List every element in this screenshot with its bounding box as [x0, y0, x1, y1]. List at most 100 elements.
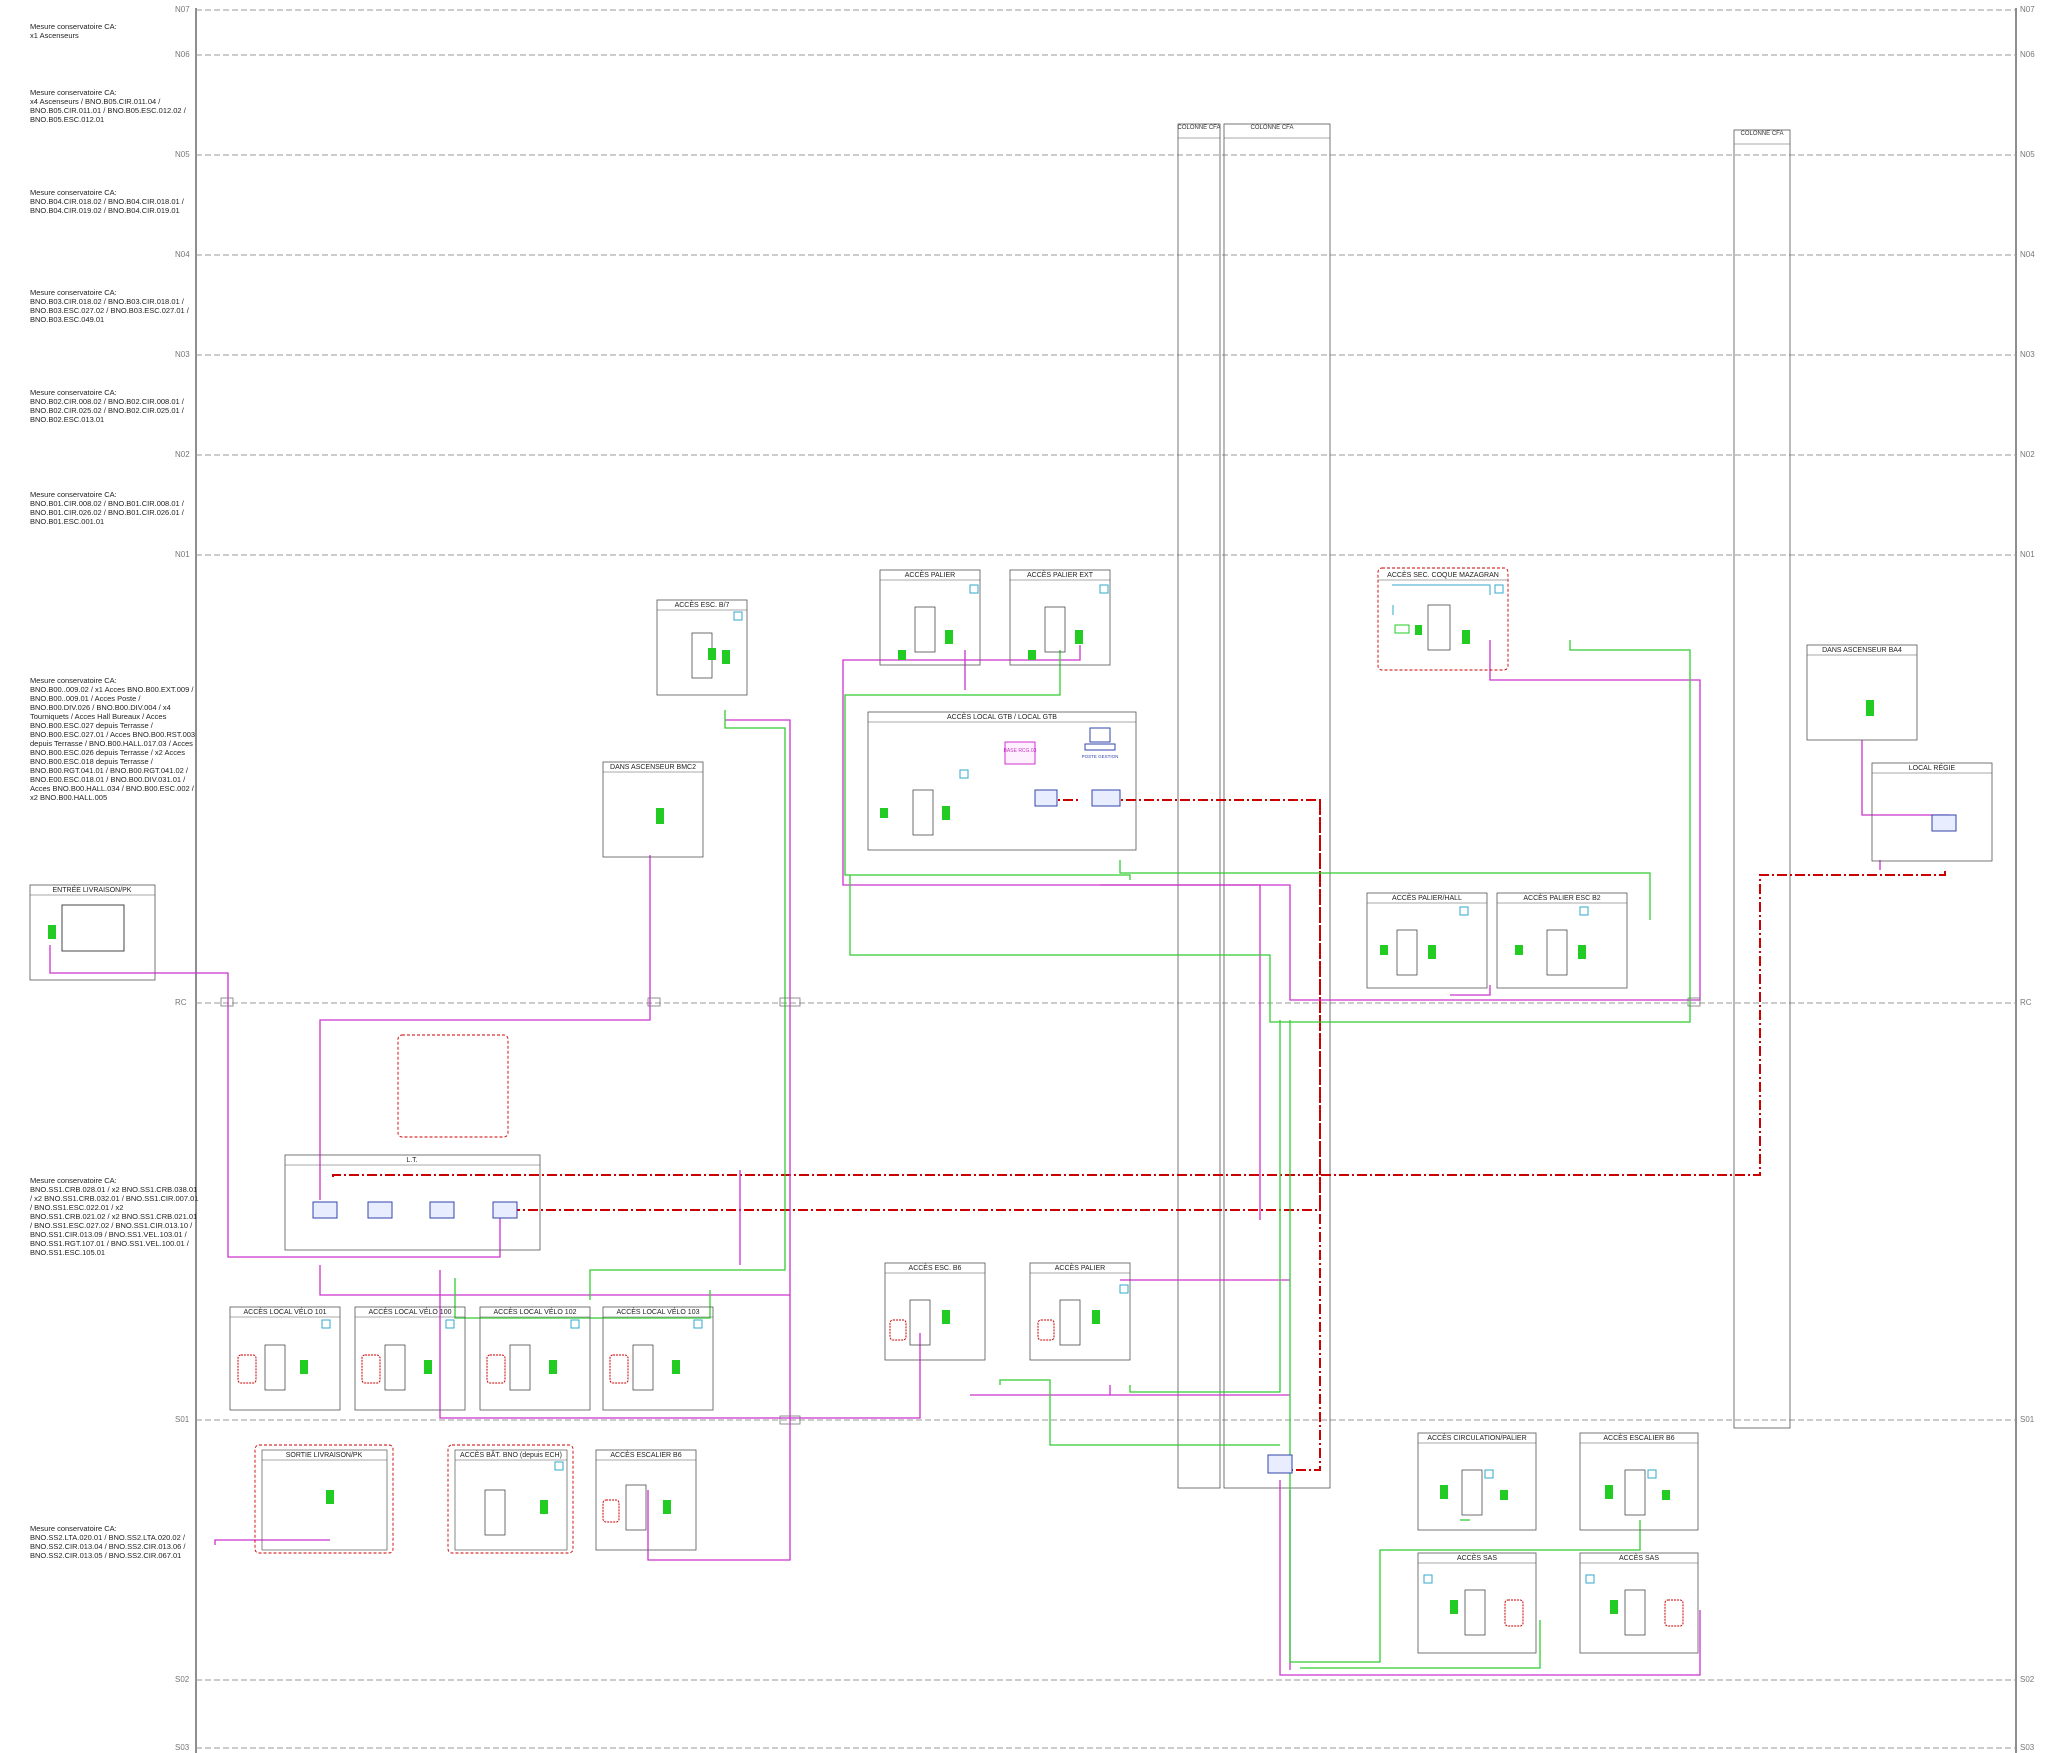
svg-text:S02: S02 [2020, 1675, 2035, 1684]
riser-column: COLONNE CFA [1177, 123, 1221, 1489]
bus-line-gtb [510, 799, 1321, 1211]
reader-icon [424, 1360, 432, 1374]
reader-icon [300, 1360, 308, 1374]
contact-icon [693, 1319, 703, 1329]
svg-text:N03: N03 [175, 350, 190, 359]
reader-icon [1428, 945, 1436, 959]
door-icon [1396, 929, 1418, 976]
svg-text:N02: N02 [175, 450, 190, 459]
svg-text:ACCÈS PALIER EXT: ACCÈS PALIER EXT [1027, 570, 1094, 579]
door-icon [1624, 1589, 1646, 1636]
reader-icon [1515, 945, 1523, 955]
room-box: ACCÈS BÂT. BNO (depuis ECH) [447, 1444, 574, 1554]
controller-icon [429, 1201, 455, 1219]
svg-text:ENTRÉE LIVRAISON/PK: ENTRÉE LIVRAISON/PK [53, 885, 132, 894]
room-box: ACCÈS SAS [1417, 1552, 1537, 1654]
room-box: ACCÈS ESC. B6 [884, 1262, 986, 1361]
contact-icon [1119, 1284, 1129, 1294]
door-icon [384, 1344, 406, 1391]
controller-icon [1034, 789, 1058, 807]
riser-column: COLONNE CFA [1733, 129, 1791, 1429]
contact-icon [1459, 906, 1469, 916]
room-box: ACCÈS ESCALIER B6 [1579, 1432, 1699, 1531]
svg-text:LOCAL RÉGIE: LOCAL RÉGIE [1909, 763, 1956, 772]
reader-icon [672, 1360, 680, 1374]
contact-icon [1099, 584, 1109, 594]
reader-icon [1662, 1490, 1670, 1500]
controller-icon [367, 1201, 393, 1219]
reader-icon [1440, 1485, 1448, 1499]
svg-text:S02: S02 [175, 1675, 190, 1684]
reader-icon [549, 1360, 557, 1374]
reader-icon [1866, 700, 1874, 716]
room-box: ACCÈS PALIER [1029, 1262, 1131, 1361]
room-box: ACCÈS LOCAL GTB / LOCAL GTB BASE RCG.03 … [867, 711, 1137, 851]
room-box: ACCÈS PALIER ESC B2 [1496, 892, 1628, 989]
svg-text:N01: N01 [2020, 550, 2035, 559]
contact-icon [321, 1319, 331, 1329]
level-note: Mesure conservatoire CA:BNO.B02.CIR.008.… [30, 388, 184, 424]
room-box: DANS ASCENSEUR BA4 [1806, 644, 1918, 741]
contact-icon [1494, 584, 1504, 594]
room-box: ACCÈS PALIER [879, 569, 981, 666]
level-line: S02 S02 [175, 1675, 2035, 1684]
room-box: ACCÈS SEC. COQUE MAZAGRAN [1377, 567, 1509, 671]
door-icon [1464, 1589, 1486, 1636]
svg-text:ACCÈS SAS: ACCÈS SAS [1457, 1553, 1497, 1562]
svg-text:ACCÈS SAS: ACCÈS SAS [1619, 1553, 1659, 1562]
reader-icon [898, 650, 906, 660]
svg-text:L.T.: L.T. [406, 1157, 417, 1164]
reader-icon [708, 648, 716, 660]
svg-text:ACCÈS LOCAL GTB / LOCAL GTB: ACCÈS LOCAL GTB / LOCAL GTB [947, 712, 1057, 721]
svg-text:ACCÈS ESCALIER B6: ACCÈS ESCALIER B6 [1603, 1433, 1674, 1442]
room-box: ACCÈS PALIER EXT [1009, 569, 1111, 666]
controller-icon [492, 1201, 518, 1219]
reader-icon [663, 1500, 671, 1514]
svg-text:ACCÈS LOCAL VÉLO 100: ACCÈS LOCAL VÉLO 100 [368, 1307, 451, 1316]
door-icon [264, 1344, 286, 1391]
reader-icon [1462, 630, 1470, 644]
contact-icon [1423, 1574, 1433, 1584]
svg-text:ACCÈS CIRCULATION/PALIER: ACCÈS CIRCULATION/PALIER [1427, 1433, 1526, 1442]
svg-text:POSTE GESTION: POSTE GESTION [1082, 754, 1119, 759]
reader-icon [540, 1500, 548, 1514]
svg-text:DANS ASCENSEUR BA4: DANS ASCENSEUR BA4 [1822, 647, 1902, 654]
level-line: N05 N05 [175, 150, 2035, 159]
door-icon [1624, 1469, 1646, 1516]
bus-network [332, 799, 1946, 1471]
reader-icon [722, 650, 730, 664]
cyan-links [1392, 584, 1491, 615]
reader-icon [48, 925, 56, 939]
room-box: ACCÈS ESC. B/7 [656, 599, 748, 696]
risers: COLONNE CFA COLONNE CFA COLONNE CFA [1177, 123, 1791, 1489]
reader-icon [1394, 624, 1410, 634]
reader-icon [1415, 625, 1422, 635]
room-box: ACCÈS SAS [1579, 1552, 1699, 1654]
door-icon [909, 1299, 931, 1346]
contact-icon [959, 769, 969, 779]
reader-icon [1500, 1490, 1508, 1500]
door-icon [1427, 604, 1451, 651]
contact-icon [445, 1319, 455, 1329]
svg-text:N05: N05 [175, 150, 190, 159]
level-note: Mesure conservatoire CA:BNO.B04.CIR.018.… [30, 188, 184, 215]
svg-text:COLONNE CFA: COLONNE CFA [1250, 125, 1293, 131]
level-note: Mesure conservatoire CA:x4 Ascenseurs / … [30, 88, 186, 124]
reader-icon [942, 1310, 950, 1324]
svg-text:N06: N06 [2020, 50, 2035, 59]
svg-text:COLONNE CFA: COLONNE CFA [1177, 125, 1220, 131]
svg-text:BASE RCG.03: BASE RCG.03 [1004, 748, 1037, 754]
contact-icon [1647, 1469, 1657, 1479]
controller-icon [1091, 789, 1121, 807]
svg-text:N06: N06 [175, 50, 190, 59]
svg-text:N05: N05 [2020, 150, 2035, 159]
door-icon [1546, 929, 1568, 976]
room-box: DANS ASCENSEUR BMC2 [602, 761, 704, 858]
